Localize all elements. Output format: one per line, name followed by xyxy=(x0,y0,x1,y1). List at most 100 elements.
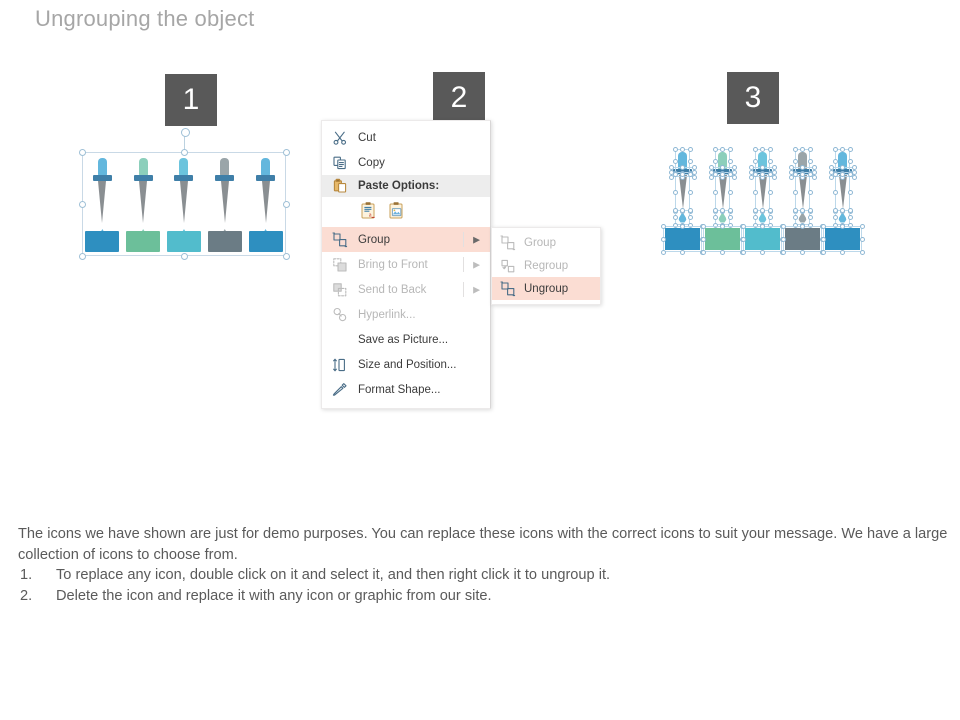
shape-resize-handle[interactable] xyxy=(727,171,733,177)
shape-resize-handle[interactable] xyxy=(672,222,678,228)
shape-resize-handle[interactable] xyxy=(832,158,838,164)
shape-resize-handle[interactable] xyxy=(847,146,853,152)
shape-resize-handle[interactable] xyxy=(691,174,697,180)
shape-resize-handle[interactable] xyxy=(752,190,758,195)
shape-resize-handle[interactable] xyxy=(792,171,798,177)
shape-resize-handle[interactable] xyxy=(752,207,758,213)
shape-resize-handle[interactable] xyxy=(668,174,674,180)
shape-resize-handle[interactable] xyxy=(767,207,773,213)
shape-resize-handle[interactable] xyxy=(811,164,817,170)
shape-resize-handle[interactable] xyxy=(767,146,773,152)
shape-resize-handle[interactable] xyxy=(731,164,737,170)
shape-resize-handle[interactable] xyxy=(792,190,798,195)
shape-resize-handle[interactable] xyxy=(767,190,773,195)
shape-resize-handle[interactable] xyxy=(700,236,706,242)
shape-resize-handle[interactable] xyxy=(672,190,678,195)
shape-resize-handle[interactable] xyxy=(767,215,773,220)
ungrouped-item[interactable] xyxy=(740,146,785,256)
shape-resize-handle[interactable] xyxy=(847,171,853,177)
shape-resize-handle[interactable] xyxy=(788,174,794,180)
shape-resize-handle[interactable] xyxy=(700,223,706,229)
shape-resize-handle[interactable] xyxy=(840,207,845,213)
shape-resize-handle[interactable] xyxy=(660,223,666,229)
shape-resize-handle[interactable] xyxy=(859,236,865,242)
resize-handle-w[interactable] xyxy=(78,200,86,208)
shape-resize-handle[interactable] xyxy=(760,249,765,255)
shape-resize-handle[interactable] xyxy=(752,215,758,220)
shape-resize-handle[interactable] xyxy=(760,146,765,152)
shape-resize-handle[interactable] xyxy=(760,171,765,177)
shape-resize-handle[interactable] xyxy=(680,171,685,177)
ungrouped-item[interactable] xyxy=(820,146,865,256)
shape-resize-handle[interactable] xyxy=(828,174,834,180)
shape-resize-handle[interactable] xyxy=(800,249,805,255)
shape-resize-handle[interactable] xyxy=(672,146,678,152)
shape-resize-handle[interactable] xyxy=(767,158,773,164)
shape-resize-handle[interactable] xyxy=(687,207,693,213)
shape-resize-handle[interactable] xyxy=(672,207,678,213)
shape-resize-handle[interactable] xyxy=(687,158,693,164)
shape-resize-handle[interactable] xyxy=(680,249,685,255)
shape-resize-handle[interactable] xyxy=(807,146,813,152)
shape-resize-handle[interactable] xyxy=(847,215,853,220)
shape-resize-handle[interactable] xyxy=(847,207,853,213)
shape-resize-handle[interactable] xyxy=(800,164,805,170)
shape-resize-handle[interactable] xyxy=(680,207,685,213)
shape-resize-handle[interactable] xyxy=(800,207,805,213)
shape-resize-handle[interactable] xyxy=(767,222,773,228)
shape-resize-handle[interactable] xyxy=(712,207,718,213)
shape-resize-handle[interactable] xyxy=(720,249,725,255)
shape-resize-handle[interactable] xyxy=(807,215,813,220)
paste-keep-text-icon[interactable]: a xyxy=(360,201,378,223)
shape-resize-handle[interactable] xyxy=(672,158,678,164)
shape-resize-handle[interactable] xyxy=(760,223,765,229)
paste-picture-icon[interactable] xyxy=(388,201,406,223)
shape-resize-handle[interactable] xyxy=(687,171,693,177)
shape-resize-handle[interactable] xyxy=(840,223,845,229)
shape-resize-handle[interactable] xyxy=(712,222,718,228)
shape-resize-handle[interactable] xyxy=(752,146,758,152)
shape-resize-handle[interactable] xyxy=(727,207,733,213)
shape-resize-handle[interactable] xyxy=(811,174,817,180)
resize-handle-nw[interactable] xyxy=(78,148,86,156)
shape-resize-handle[interactable] xyxy=(752,158,758,164)
menu-item-group[interactable]: Group▶ xyxy=(322,227,490,252)
shape-resize-handle[interactable] xyxy=(832,207,838,213)
shape-resize-handle[interactable] xyxy=(727,215,733,220)
resize-handle-ne[interactable] xyxy=(282,148,290,156)
shape-resize-handle[interactable] xyxy=(731,174,737,180)
ungrouped-item[interactable] xyxy=(700,146,745,256)
shape-resize-handle[interactable] xyxy=(720,207,725,213)
resize-handle-e[interactable] xyxy=(282,200,290,208)
shape-resize-handle[interactable] xyxy=(691,164,697,170)
shape-resize-handle[interactable] xyxy=(847,190,853,195)
ungrouped-item[interactable] xyxy=(780,146,825,256)
menu-item-save-as-picture[interactable]: Save as Picture... xyxy=(322,327,490,352)
shape-resize-handle[interactable] xyxy=(712,158,718,164)
shape-resize-handle[interactable] xyxy=(720,146,725,152)
shape-resize-handle[interactable] xyxy=(792,215,798,220)
shape-resize-handle[interactable] xyxy=(820,249,826,255)
shape-resize-handle[interactable] xyxy=(840,146,845,152)
shape-resize-handle[interactable] xyxy=(771,164,777,170)
submenu-item-ungroup[interactable]: Ungroup xyxy=(492,277,600,300)
shape-resize-handle[interactable] xyxy=(771,174,777,180)
shape-resize-handle[interactable] xyxy=(727,146,733,152)
shape-resize-handle[interactable] xyxy=(740,223,746,229)
shape-resize-handle[interactable] xyxy=(792,222,798,228)
menu-item-copy[interactable]: Copy xyxy=(322,150,490,175)
shape-resize-handle[interactable] xyxy=(847,158,853,164)
shape-resize-handle[interactable] xyxy=(712,190,718,195)
rotation-handle[interactable] xyxy=(180,128,190,137)
shape-resize-handle[interactable] xyxy=(800,223,805,229)
shape-resize-handle[interactable] xyxy=(748,164,754,170)
shape-resize-handle[interactable] xyxy=(740,249,746,255)
shape-resize-handle[interactable] xyxy=(760,164,765,170)
shape-resize-handle[interactable] xyxy=(780,223,786,229)
shape-resize-handle[interactable] xyxy=(760,207,765,213)
shape-resize-handle[interactable] xyxy=(792,158,798,164)
shape-resize-handle[interactable] xyxy=(840,164,845,170)
shape-resize-handle[interactable] xyxy=(700,249,706,255)
shape-resize-handle[interactable] xyxy=(780,236,786,242)
menu-item-format-shape[interactable]: Format Shape... xyxy=(322,377,490,402)
